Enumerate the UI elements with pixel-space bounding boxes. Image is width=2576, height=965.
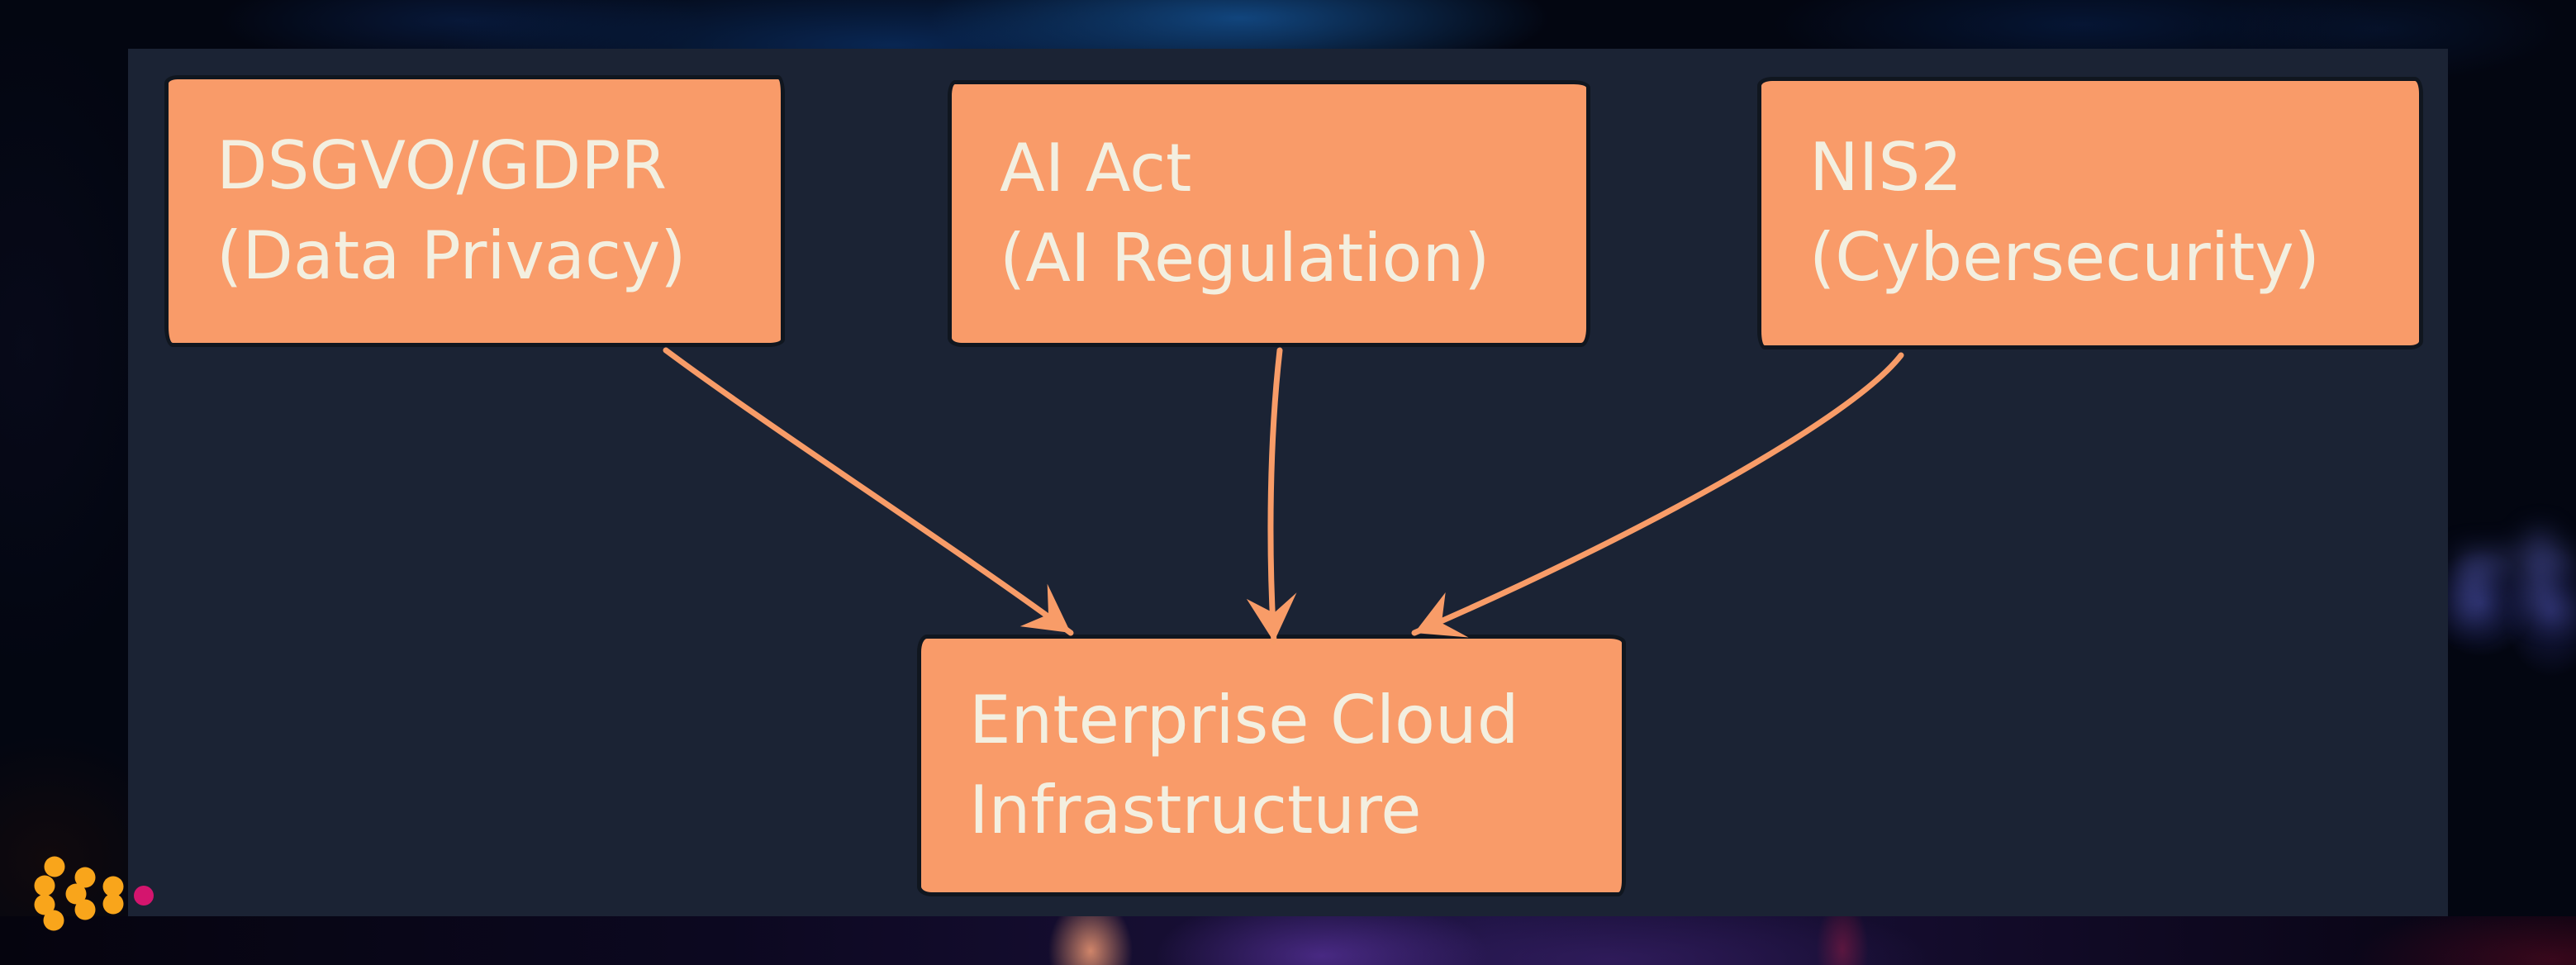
node-enterprise-cloud: Enterprise Cloud Infrastructure [917,635,1626,896]
node-dsgvo-gdpr-line1: DSGVO/GDPR [216,126,668,204]
dots-logo-magenta-dot [134,886,154,906]
node-ai-act-line2: (AI Regulation) [1000,219,1490,297]
node-dsgvo-gdpr: DSGVO/GDPR (Data Privacy) [164,75,785,347]
node-nis2-line2: (Cybersecurity) [1809,219,2320,296]
node-nis2: NIS2 (Cybersecurity) [1757,77,2423,349]
dots-logo [34,856,154,931]
node-nis2-line1: NIS2 [1809,129,1963,207]
edge-ai-act-to-enterprise [1246,347,1297,645]
node-enterprise-cloud-line2: Infrastructure [969,771,1422,849]
edge-nis2-to-enterprise [1411,352,1904,638]
node-enterprise-cloud-line1: Enterprise Cloud [969,681,1519,758]
dots-logo-orange-arcs [34,856,124,931]
node-ai-act: AI Act (AI Regulation) [948,80,1590,347]
background-right-glow [2444,487,2576,727]
background-faint-text: rt [2450,506,2576,649]
node-ai-act-line1: AI Act [1000,129,1192,207]
edge-dsgvo-to-enterprise [663,347,1074,636]
background-bottom-glow [0,916,2576,965]
node-dsgvo-gdpr-line2: (Data Privacy) [216,216,687,294]
